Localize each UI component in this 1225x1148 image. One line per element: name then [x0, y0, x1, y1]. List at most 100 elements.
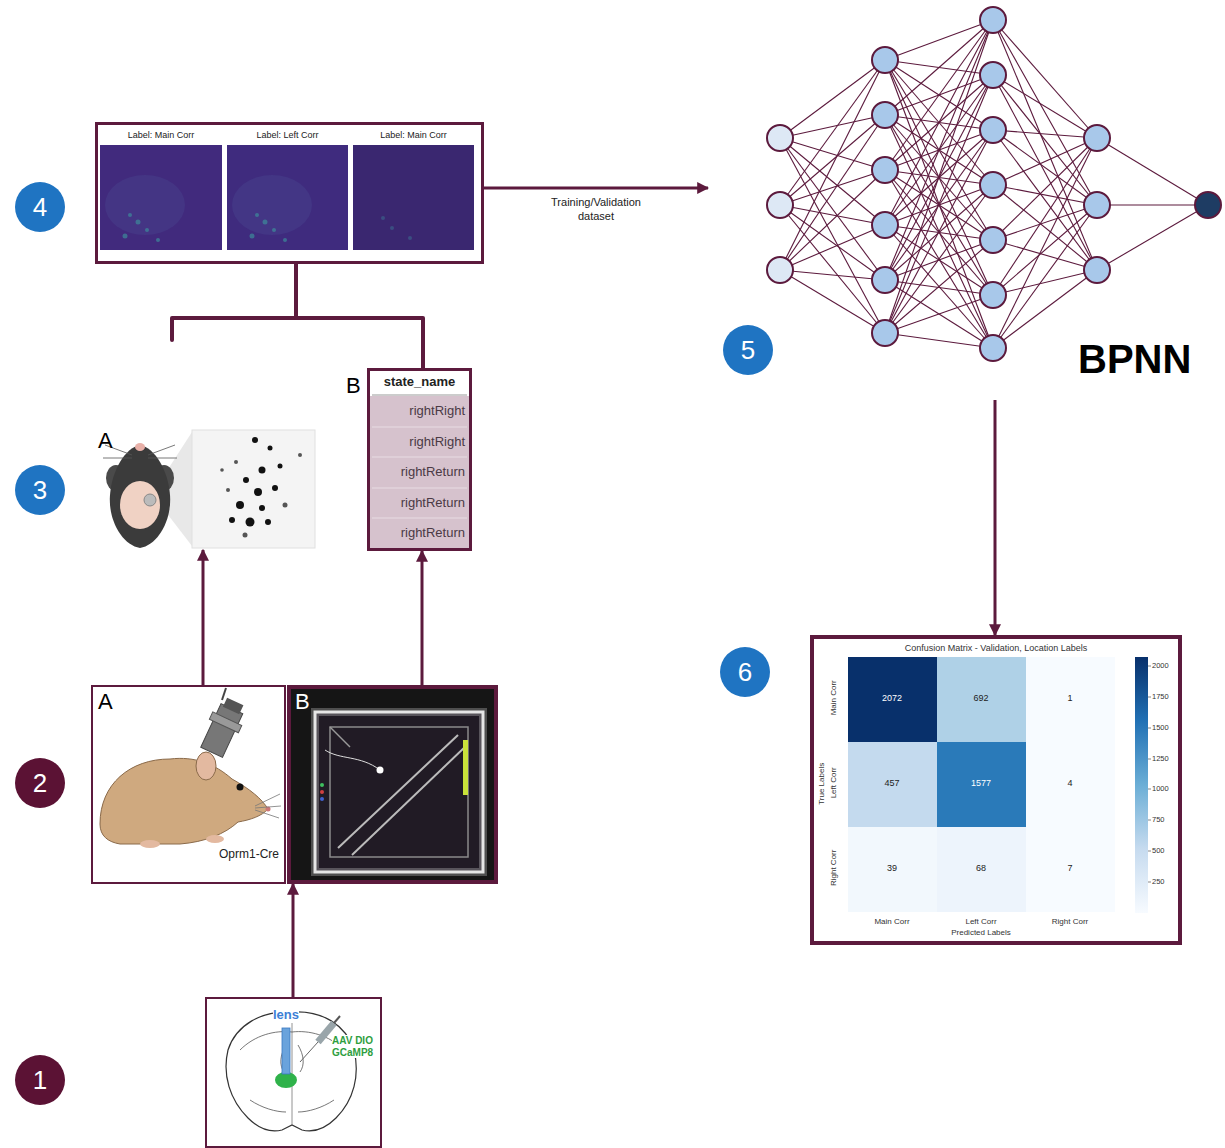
brain-section [334, 1016, 340, 1023]
heatmap [1148, 789, 1151, 790]
neuron-image [252, 437, 258, 443]
callout-number: 4 [33, 194, 47, 220]
table-rows [372, 427, 467, 428]
network-neuron [1084, 257, 1110, 283]
network-weight [780, 270, 885, 280]
network-weight [993, 75, 1097, 138]
network-weight [780, 170, 885, 205]
node-text: 39 [862, 863, 922, 874]
brain-section [298, 1100, 334, 1112]
arena-photo [463, 740, 468, 795]
node-text: Confusion Matrix - Validation, Location … [854, 643, 1138, 654]
step-number: 4 [15, 182, 65, 232]
node-text: 68 [951, 863, 1011, 874]
node-text: Main Corr [862, 917, 922, 927]
neuron-image [226, 488, 230, 492]
calcium-frame [250, 234, 255, 239]
arrow-connector [421, 551, 424, 685]
heatmap [848, 827, 937, 912]
imaging-view: A [95, 340, 317, 550]
neuron-image [243, 477, 249, 483]
calcium-frame [283, 238, 287, 242]
confusion-matrix: Confusion Matrix - Validation, Location … [810, 635, 1182, 945]
network-weight [1097, 205, 1208, 270]
arena-photo [330, 727, 350, 747]
node-text: 1250 [1152, 754, 1169, 763]
network-weight [780, 138, 885, 333]
heatmap [1148, 728, 1151, 729]
brain-section [275, 1072, 297, 1088]
callout-number: 3 [33, 477, 47, 503]
heatmap [1148, 882, 1151, 883]
network-neuron [872, 267, 898, 293]
image-panel: Label: Main CorrLabel: Left CorrLabel: M… [95, 122, 484, 264]
node-text: 2000 [1152, 661, 1169, 670]
brain-section [250, 1100, 286, 1112]
neuron-image [234, 460, 238, 464]
network-weight [885, 280, 993, 348]
neuron-image [278, 464, 283, 469]
node-text: True Labels [817, 754, 827, 814]
network-weight [780, 115, 885, 138]
network-weight [993, 20, 1097, 205]
mouse-head [148, 445, 175, 455]
calcium-frame [227, 145, 348, 250]
neuron-image [192, 430, 315, 548]
arrow-connector [994, 400, 997, 635]
network-weight [993, 270, 1097, 348]
node-text: 1750 [1152, 692, 1169, 701]
heatmap [937, 827, 1026, 912]
surgery-panel: lensAAV DIO GCaMP8 [205, 997, 382, 1148]
node-text: AAV DIO GCaMP8 [332, 1035, 378, 1058]
table-rows [372, 457, 467, 458]
mouse-head [103, 458, 132, 459]
brain-section [292, 1012, 293, 1125]
step-number: 2 [15, 758, 65, 808]
step-number: 6 [720, 647, 770, 697]
neuron-image [265, 519, 271, 525]
calcium-frame [255, 213, 259, 217]
node-text: 1577 [951, 778, 1011, 789]
calcium-frame [156, 238, 160, 242]
calcium-frame [145, 228, 149, 232]
neuron-image [298, 453, 302, 457]
step-number: 1 [15, 1055, 65, 1105]
node-text: 692 [951, 693, 1011, 704]
heatmap [1026, 742, 1115, 827]
neuron-image [192, 430, 315, 548]
mouse-with-miniscope [100, 758, 268, 844]
network-weight [993, 130, 1097, 205]
mouse-with-miniscope [206, 835, 224, 843]
calcium-frame [381, 216, 385, 220]
network-weight [780, 60, 885, 270]
node-text: Right Corr [829, 838, 839, 898]
calcium-frame [136, 220, 141, 225]
mouse-with-miniscope [140, 840, 160, 848]
heatmap [848, 657, 937, 742]
node-text: lens [273, 1007, 299, 1023]
network-weight [993, 20, 1097, 270]
arrow-connector [292, 884, 295, 997]
neuron-image [246, 518, 255, 527]
brain-section [226, 1012, 356, 1131]
neuron-image [243, 533, 248, 538]
neuron-image [272, 485, 278, 491]
node-text: Left Corr [951, 917, 1011, 927]
callout-number: 6 [738, 659, 752, 685]
heatmap [1148, 666, 1151, 667]
network-weight [993, 240, 1097, 270]
node-text: 750 [1152, 815, 1165, 824]
brain-section [226, 1012, 356, 1131]
network-weight [780, 60, 885, 205]
node-text: 250 [1152, 877, 1165, 886]
node-text: Left Corr [829, 753, 839, 813]
network-neuron [980, 117, 1006, 143]
network-weight [993, 75, 1097, 270]
network-weight [993, 130, 1097, 270]
heatmap [937, 657, 1026, 742]
neuron-image [259, 467, 266, 474]
node-text: A [98, 689, 113, 715]
node-text: BPNN [1078, 335, 1191, 383]
